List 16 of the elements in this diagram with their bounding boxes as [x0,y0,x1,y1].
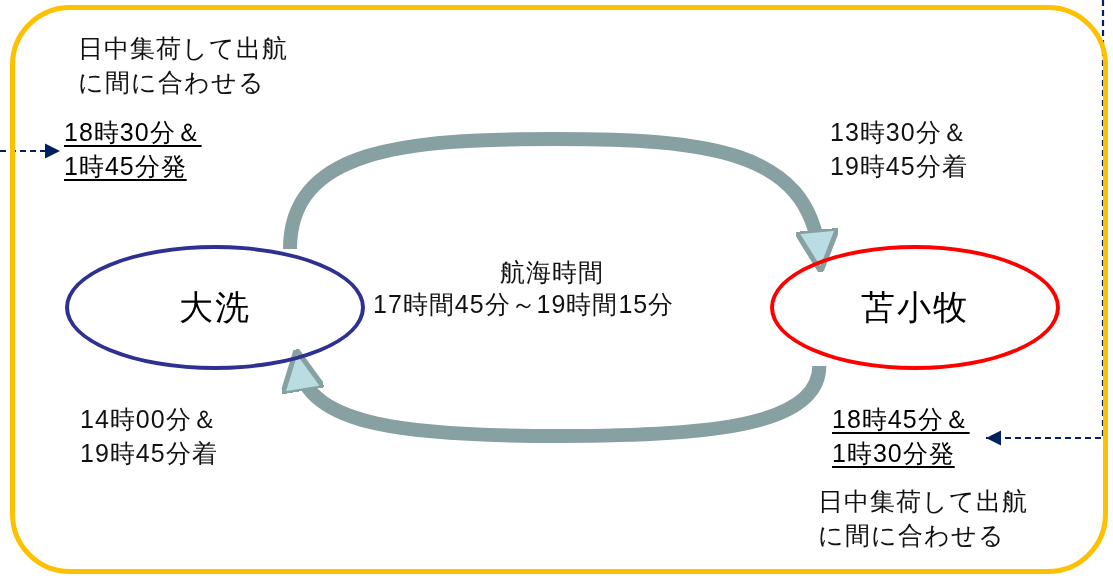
departure-time: 18時30分＆1時45分発 [64,118,202,180]
port-name: 大洗 [179,286,251,328]
arrival-time: 14時00分＆19時45分着 [80,404,219,469]
port-ellipse [65,245,365,370]
departure-time: 18時45分＆1時30分発 [832,405,970,467]
port-name: 苫小牧 [861,286,969,328]
dashed-arrow [0,143,60,159]
voyage-duration: 17時間45分～19時間15分 [373,289,676,320]
note-text: 日中集荷して出航に間に合わせる [78,33,289,98]
dashed-arrow [986,0,1105,446]
voyage-heading: 航海時間 [500,257,605,288]
port-ellipse [770,245,1060,370]
note-text: 日中集荷して出航に間に合わせる [818,486,1029,551]
arrival-time: 13時30分＆19時45分着 [830,117,969,182]
curved-arrow [283,132,838,275]
rounded-frame [10,5,1108,574]
